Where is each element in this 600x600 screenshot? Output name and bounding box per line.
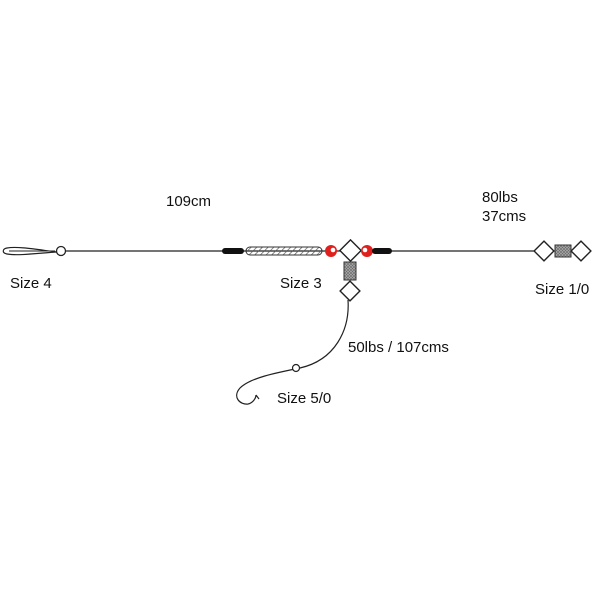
swivel-icon bbox=[339, 280, 361, 302]
hook-icon bbox=[291, 363, 301, 373]
hook-size-label: Size 5/0 bbox=[277, 390, 332, 407]
swivel-icon bbox=[343, 261, 357, 281]
leader-length-label: 37cms bbox=[482, 208, 527, 225]
dropper-line bbox=[236, 299, 349, 405]
crimp-sleeve-left bbox=[222, 248, 244, 254]
main-length-label: 109cm bbox=[166, 193, 212, 210]
dropper-spec-label: 50lbs / 107cms bbox=[348, 339, 449, 356]
leader-strength-label: 80lbs bbox=[482, 189, 518, 206]
crimp-sleeve-right bbox=[372, 248, 392, 254]
center-swivel-size-label: Size 3 bbox=[280, 275, 322, 292]
swivel-icon bbox=[338, 238, 363, 263]
snap-clip-icon bbox=[2, 245, 67, 257]
right-swivel-size-label: Size 1/0 bbox=[535, 281, 590, 298]
swivel-icon bbox=[533, 240, 592, 262]
hook-barb bbox=[255, 394, 260, 400]
snap-size-label: Size 4 bbox=[10, 275, 52, 292]
bead-icon bbox=[325, 245, 337, 257]
bead-icon bbox=[361, 245, 373, 257]
crimp-tube-icon bbox=[245, 246, 323, 256]
